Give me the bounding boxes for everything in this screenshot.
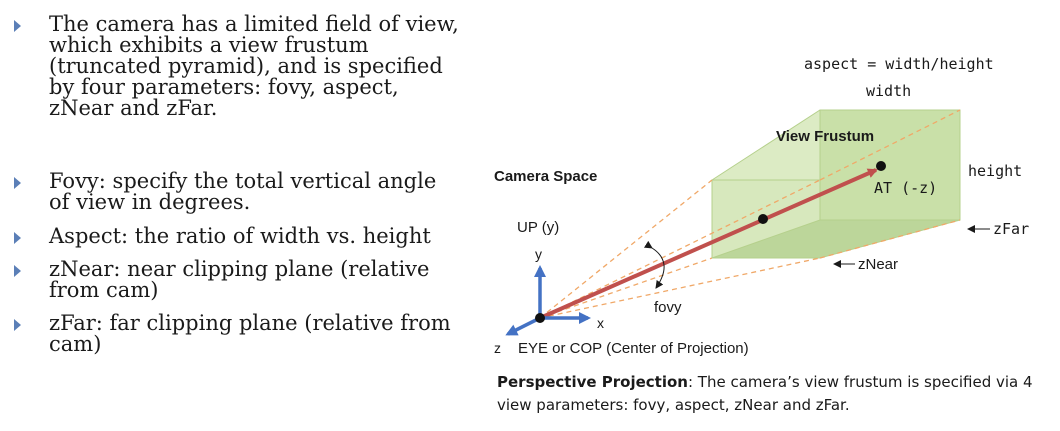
bullet-item: The camera has a limited field of view, … (12, 14, 462, 119)
bullet-arrow-icon (14, 20, 21, 32)
bullet-item: zFar: far clipping plane (relative from … (12, 313, 462, 355)
znear-label: zNear (858, 256, 898, 273)
bullet-arrow-icon (14, 265, 21, 277)
zfar-label: zFar (993, 220, 1029, 238)
bullet-item: zNear: near clipping plane (relative fro… (12, 259, 462, 301)
bullet-arrow-icon (14, 319, 21, 331)
bullet-arrow-icon (14, 177, 21, 189)
bullet-text: zNear: near clipping plane (relative fro… (49, 257, 430, 302)
y-axis-label: y (535, 246, 542, 262)
eye-point (535, 313, 545, 323)
at-label: AT (-z) (874, 179, 937, 197)
x-axis-label: x (597, 315, 604, 331)
near-center-point (758, 214, 768, 224)
caption-text: : The camera’s view frustum is specified… (497, 373, 1033, 414)
figure-caption: Perspective Projection: The camera’s vie… (497, 371, 1057, 417)
frustum-projection-lines (539, 109, 961, 319)
bullet-text: zFar: far clipping plane (relative from … (49, 311, 451, 356)
bullet-item: Aspect: the ratio of width vs. height (12, 226, 462, 247)
view-direction-ray (539, 168, 878, 320)
fovy-arc (643, 240, 665, 289)
up-label: UP (y) (517, 219, 559, 236)
bullet-text: Fovy: specify the total vertical angle o… (49, 169, 437, 214)
caption-bold: Perspective Projection (497, 373, 688, 391)
fovy-label: fovy (654, 299, 682, 316)
view-frustum-title: View Frustum (776, 128, 874, 145)
bullet-arrow-icon (14, 232, 21, 244)
height-label: height (968, 162, 1022, 180)
bullet-list: The camera has a limited field of view, … (12, 14, 462, 355)
frustum-far-face (819, 109, 961, 221)
bullet-text: The camera has a limited field of view, … (49, 12, 459, 120)
camera-space-label: Camera Space (494, 168, 597, 185)
z-axis-arrow (505, 316, 541, 336)
z-axis-label: z (494, 340, 501, 356)
eye-label: EYE or COP (Center of Projection) (518, 340, 749, 357)
bullet-item: Fovy: specify the total vertical angle o… (12, 171, 462, 213)
width-label: width (866, 82, 911, 100)
at-point (876, 161, 886, 171)
aspect-formula-label: aspect = width/height (804, 55, 994, 73)
bullet-text: Aspect: the ratio of width vs. height (49, 224, 431, 248)
